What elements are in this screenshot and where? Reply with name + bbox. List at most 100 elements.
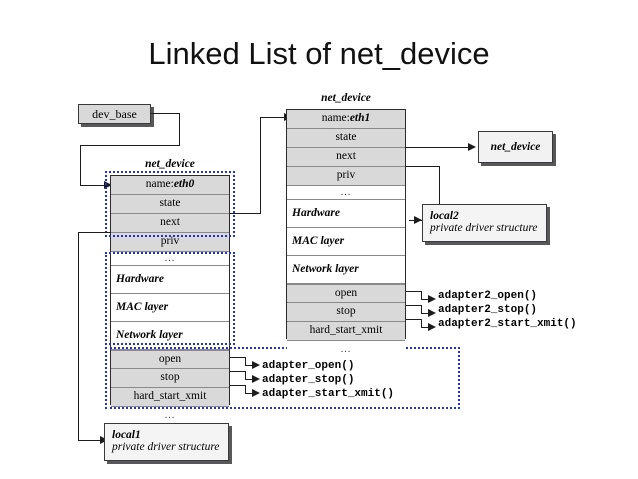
net-device-tail-box[interactable]: net_device xyxy=(478,131,553,163)
conn-eth1priv-v1 xyxy=(439,166,440,221)
fn-adapter-start-xmit: adapter_start_xmit() xyxy=(262,388,395,400)
eth0-caption: net_device xyxy=(145,158,195,170)
row-label: open xyxy=(334,286,358,299)
row-priv[interactable]: priv xyxy=(111,233,229,252)
row-label: stop xyxy=(160,371,180,384)
conn-eth0priv-h2 xyxy=(78,440,102,441)
row-next[interactable]: next xyxy=(287,148,405,167)
conn-eth0priv-v1 xyxy=(78,232,79,441)
row-label: next xyxy=(336,150,356,163)
row-label: name: xyxy=(321,112,350,125)
local1-name: local1 xyxy=(112,429,141,441)
local2-box[interactable]: local2 private driver structure xyxy=(422,204,547,242)
conn-eth1xmit-arrow xyxy=(428,323,436,331)
row-mac-layer[interactable]: MAC layer xyxy=(111,294,229,322)
row-label: Network layer xyxy=(116,328,183,341)
title-struct-name: net_device xyxy=(339,36,490,71)
conn-eth0next-v1 xyxy=(260,117,261,214)
fn-adapter2-start-xmit: adapter2_start_xmit() xyxy=(438,318,577,330)
row-label: ... xyxy=(340,186,352,198)
row-stop[interactable]: stop xyxy=(287,303,405,322)
row-label: Network layer xyxy=(292,262,359,275)
fn-adapter2-stop: adapter2_stop() xyxy=(438,304,538,316)
conn-eth0open-arrow xyxy=(252,361,260,369)
row-value: eth0 xyxy=(173,178,195,191)
row-label: MAC layer xyxy=(116,300,169,313)
net-device-tail-label: net_device xyxy=(490,141,541,153)
row-network-layer[interactable]: Network layer xyxy=(111,322,229,350)
conn-eth1open-h2 xyxy=(421,299,430,300)
conn-devbase-v1 xyxy=(179,113,180,146)
dev-base-label: dev_base xyxy=(92,106,137,121)
row-label: name: xyxy=(145,178,174,191)
conn-eth1xmit-h1 xyxy=(406,319,422,320)
row-label: Hardware xyxy=(116,272,164,285)
conn-eth1open-arrow xyxy=(428,295,436,303)
row-state[interactable]: state xyxy=(287,129,405,148)
conn-eth0xmit-h1 xyxy=(230,385,246,386)
conn-eth0open-h2 xyxy=(245,365,254,366)
conn-eth1priv-h1 xyxy=(406,166,440,167)
conn-eth1xmit-h2 xyxy=(421,327,430,328)
conn-devbase-arrow xyxy=(104,181,112,189)
fn-adapter2-open: adapter2_open() xyxy=(438,290,538,302)
local2-subtitle: private driver structure xyxy=(430,222,538,234)
row-label: priv xyxy=(336,169,356,182)
row-network-layer[interactable]: Network layer xyxy=(287,256,405,284)
local1-subtitle: private driver structure xyxy=(112,441,220,453)
conn-eth1stop-h2 xyxy=(421,313,430,314)
conn-devbase-h3 xyxy=(80,185,106,186)
conn-eth1stop-arrow xyxy=(428,309,436,317)
row-label: priv xyxy=(160,235,180,248)
row-open[interactable]: open xyxy=(111,350,229,369)
conn-eth1xmit-v1 xyxy=(421,319,422,328)
row-ellipsis: ... xyxy=(287,186,405,200)
row-label: MAC layer xyxy=(292,234,345,247)
conn-eth1stop-v1 xyxy=(421,305,422,314)
row-name-eth0[interactable]: name: eth0 xyxy=(111,176,229,195)
conn-devbase-v2 xyxy=(80,145,81,186)
conn-eth1next-arrow xyxy=(468,143,476,151)
eth1-caption: net_device xyxy=(321,92,371,104)
row-label: hard_start_xmit xyxy=(133,390,207,403)
eth0-group-fields xyxy=(105,171,235,237)
conn-eth0stop-v1 xyxy=(245,371,246,380)
row-hard-start-xmit[interactable]: hard_start_xmit xyxy=(287,322,405,341)
row-hardware[interactable]: Hardware xyxy=(111,266,229,294)
row-ellipsis: ... xyxy=(111,252,229,266)
row-state[interactable]: state xyxy=(111,195,229,214)
conn-eth0xmit-h2 xyxy=(245,393,254,394)
row-label: ... xyxy=(164,409,176,421)
dev-base-box[interactable]: dev_base xyxy=(78,104,151,124)
row-open[interactable]: open xyxy=(287,284,405,303)
row-label: ... xyxy=(164,252,176,264)
conn-eth0open-h1 xyxy=(230,357,246,358)
conn-eth0xmit-v1 xyxy=(245,385,246,394)
local1-box[interactable]: local1 private driver structure xyxy=(104,423,229,461)
eth0-group-layers xyxy=(105,252,235,345)
conn-eth1open-h1 xyxy=(406,291,422,292)
row-name-eth1[interactable]: name: eth1 xyxy=(287,110,405,129)
row-label: hard_start_xmit xyxy=(309,324,383,337)
conn-eth0stop-h1 xyxy=(230,371,246,372)
page-title: Linked List of net_device xyxy=(0,36,638,72)
conn-devbase-h1 xyxy=(151,113,180,114)
row-value: eth1 xyxy=(349,112,371,125)
conn-eth1next-h1 xyxy=(406,147,470,148)
conn-eth1priv-arrow xyxy=(414,216,422,224)
conn-devbase-h2 xyxy=(80,145,180,146)
row-hardware[interactable]: Hardware xyxy=(287,200,405,228)
row-label: state xyxy=(335,131,357,144)
row-ellipsis: ... xyxy=(287,341,405,358)
row-label: next xyxy=(160,216,180,229)
row-priv[interactable]: priv xyxy=(287,167,405,186)
row-next[interactable]: next xyxy=(111,214,229,233)
row-label: open xyxy=(158,352,182,365)
conn-eth0xmit-arrow xyxy=(252,389,260,397)
conn-eth1open-v1 xyxy=(421,291,422,300)
row-mac-layer[interactable]: MAC layer xyxy=(287,228,405,256)
row-stop[interactable]: stop xyxy=(111,369,229,388)
row-hard-start-xmit[interactable]: hard_start_xmit xyxy=(111,388,229,407)
conn-eth0next-h1 xyxy=(230,213,261,214)
